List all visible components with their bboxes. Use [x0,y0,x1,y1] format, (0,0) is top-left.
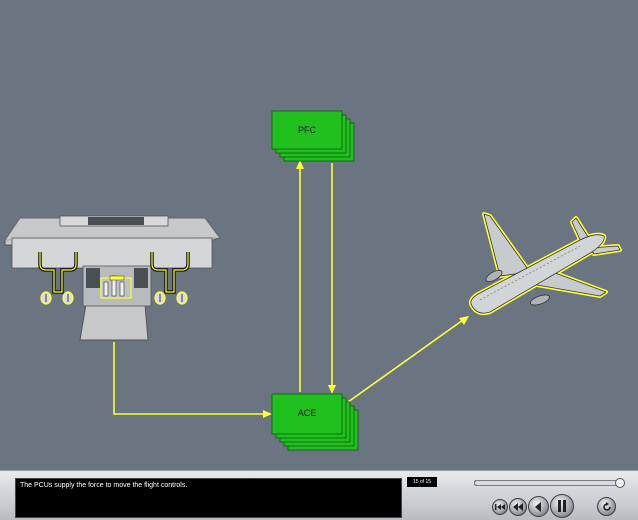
ace-to-aircraft-arrow [347,316,469,403]
progress-fill [475,481,621,485]
caption-text: The PCUs supply the force to move the fl… [20,482,188,489]
back-button[interactable] [509,498,527,516]
pause-icon [558,500,566,512]
ace-box-stack [271,393,359,451]
page-counter: 15 of 15 [407,477,437,487]
cockpit-panel [4,215,221,341]
caption-panel: The PCUs supply the force to move the fl… [15,478,402,518]
play-icon [534,501,541,512]
progress-scrubber-handle[interactable] [615,478,625,488]
ace-to-pfc-arrow [296,160,304,392]
pause-button[interactable] [550,494,574,518]
play-button[interactable] [528,496,549,517]
back-icon [513,503,523,511]
diagram-stage: PFC ACE [4,110,622,451]
rewind-icon [495,504,505,510]
rudder-pedals [40,291,188,305]
progress-bar[interactable] [474,478,625,488]
aircraft-illustration [468,212,622,316]
pfc-to-ace-arrow [328,163,336,394]
cockpit-to-ace-arrow [113,342,272,418]
flight-control-diagram [4,110,622,451]
replay-icon [602,501,611,511]
replay-button[interactable] [597,497,616,516]
pfc-box-stack [271,110,355,162]
rewind-button[interactable] [492,499,508,515]
pedestal-levers [100,275,132,299]
